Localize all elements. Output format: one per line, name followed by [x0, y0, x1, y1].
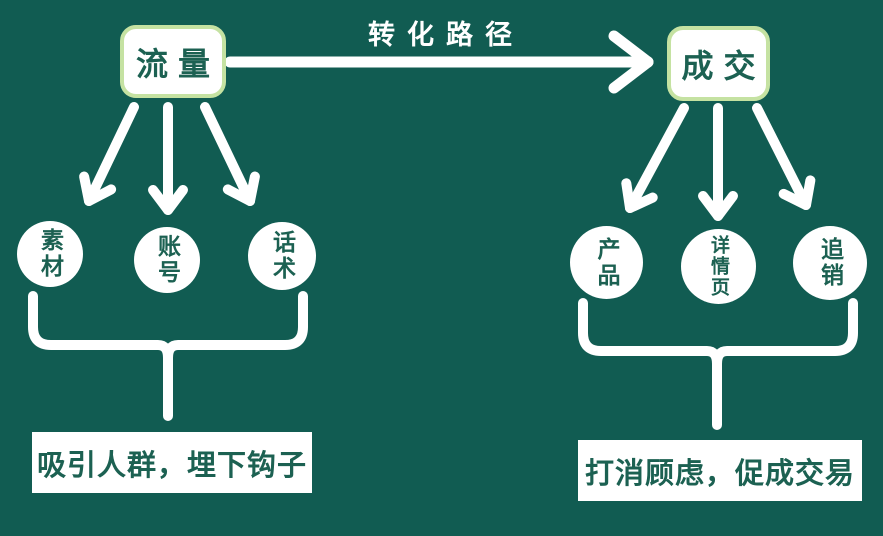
deal-to-product-arrow	[621, 103, 689, 213]
traffic-node-label: 流量	[135, 45, 220, 82]
detail-page-circle: 详情页	[681, 229, 756, 304]
account-circle-label: 账号	[154, 234, 181, 286]
left-group-bracket	[28, 291, 308, 421]
upsell-circle: 追销	[793, 226, 867, 300]
traffic-to-material-arrow	[79, 102, 139, 206]
product-circle: 产品	[570, 226, 643, 299]
deal-node-label: 成交	[681, 47, 766, 84]
product-circle-label: 产品	[594, 236, 620, 289]
material-circle-label: 素材	[37, 228, 64, 280]
traffic-to-script-arrow	[200, 102, 260, 206]
deal-to-upsell-arrow	[752, 103, 816, 210]
close-deal-caption-text: 打消顾虑，促成交易	[584, 457, 855, 490]
deal-node: 成交	[667, 26, 770, 101]
attract-caption-box: 吸引人群，埋下钩子	[32, 432, 312, 493]
script-circle: 话术	[248, 222, 316, 290]
conversion-path-label: 转化路径	[368, 20, 524, 50]
account-circle: 账号	[134, 227, 200, 293]
traffic-node: 流量	[120, 25, 226, 98]
close-deal-caption-box: 打消顾虑，促成交易	[578, 440, 862, 501]
upsell-circle-label: 追销	[817, 237, 844, 289]
attract-caption-text: 吸引人群，埋下钩子	[36, 449, 307, 482]
material-circle: 素材	[17, 221, 83, 287]
detail-page-circle-label: 详情页	[708, 235, 729, 298]
script-circle-label: 话术	[269, 230, 296, 282]
right-group-bracket	[578, 298, 858, 430]
